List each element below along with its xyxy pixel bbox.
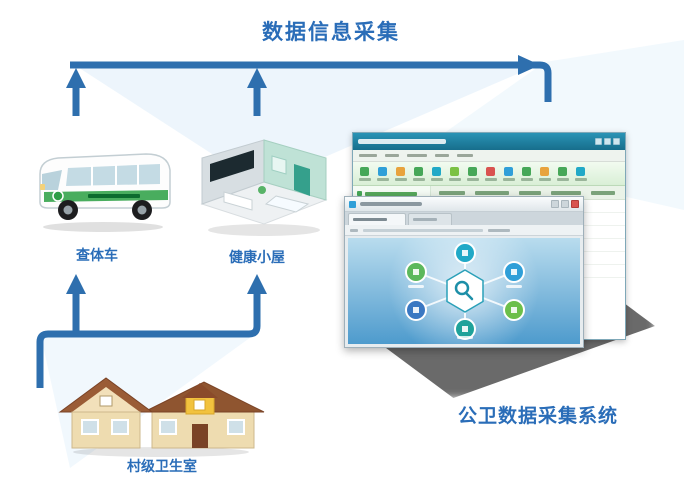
- back-window-titlebar: [353, 133, 625, 150]
- arrow-top-loop: [70, 61, 552, 102]
- menu-item-bar: [359, 154, 377, 157]
- back-window-menubar: [353, 150, 625, 162]
- house-dormer-roof: [182, 383, 218, 398]
- back-window-controls: [595, 138, 620, 145]
- hut-ground-shadow: [208, 224, 320, 236]
- house-ground-shadow: [73, 447, 249, 457]
- maximize-icon: [561, 200, 569, 208]
- menu-item-bar: [457, 154, 473, 157]
- toolbar-icon: [519, 166, 534, 181]
- toolbar-icon: [393, 166, 408, 181]
- toolbar-icon: [537, 166, 552, 181]
- hut-door: [294, 164, 310, 196]
- house-dormer-window: [193, 399, 206, 411]
- toolbar-icon: [357, 166, 372, 181]
- arrowhead-mid-van: [66, 274, 86, 294]
- system-label: 公卫数据采集系统: [458, 406, 619, 427]
- hut-bed: [264, 195, 310, 213]
- system-window-front: [344, 196, 584, 348]
- menu-item-bar: [435, 154, 449, 157]
- maximize-icon: [604, 138, 611, 145]
- village-clinic-illustration: [56, 366, 266, 463]
- health-hut-illustration: [194, 130, 334, 245]
- front-window-tabs: [345, 212, 583, 225]
- minimize-icon: [595, 138, 602, 145]
- hut-plant: [258, 186, 266, 194]
- arrow-village-loop: [36, 290, 261, 388]
- toolbar-icon: [483, 166, 498, 181]
- front-window-content: [348, 238, 580, 344]
- hut-desk: [223, 191, 253, 211]
- close-icon: [571, 200, 579, 208]
- menu-item-bar: [385, 154, 399, 157]
- front-window-title-text-bar: [360, 202, 422, 206]
- house-gable-window: [99, 395, 113, 407]
- arrowhead-hut-up: [247, 68, 267, 88]
- house-door: [192, 424, 208, 448]
- arrowhead-van-up: [66, 68, 86, 88]
- hut-tv-screen: [210, 150, 254, 182]
- back-window-title-text-bar: [358, 139, 446, 144]
- toolbar-icon: [447, 166, 462, 181]
- van-side-windows: [66, 164, 160, 186]
- minimize-icon: [551, 200, 559, 208]
- village-label: 村级卫生室: [127, 458, 197, 474]
- van-headlight: [40, 184, 45, 190]
- arrowhead-mid-hut: [247, 274, 267, 294]
- magnifier-icon: [454, 280, 474, 301]
- front-window-addressbar: [345, 225, 583, 236]
- van-label: 查体车: [76, 247, 118, 263]
- hut-window: [271, 155, 287, 175]
- browser-tab-active: [348, 213, 406, 225]
- front-window-titlebar: [345, 197, 583, 212]
- exam-van-illustration: [28, 140, 178, 240]
- toolbar-icon: [375, 166, 390, 181]
- hub-nodes: [405, 242, 525, 340]
- hub-diagram: [405, 242, 525, 340]
- house-window-3: [81, 419, 99, 435]
- toolbar-icon: [465, 166, 480, 181]
- back-window-toolbar: [353, 162, 625, 186]
- toolbar-icon: [573, 166, 588, 181]
- hut-label: 健康小屋: [229, 249, 285, 265]
- van-logo: [52, 190, 64, 202]
- menu-item-bar: [407, 154, 427, 157]
- diagram-title: 数据信息采集: [262, 21, 400, 44]
- house-window-4: [111, 419, 129, 435]
- toolbar-icon: [429, 166, 444, 181]
- toolbar-icon: [555, 166, 570, 181]
- house-window-1: [159, 419, 177, 435]
- toolbar-icon: [501, 166, 516, 181]
- van-windshield: [42, 170, 62, 190]
- van-ground-shadow: [43, 222, 163, 232]
- van-text-band: [88, 194, 140, 198]
- toolbar-icon: [411, 166, 426, 181]
- hub-center-hexagon: [446, 269, 484, 313]
- app-icon: [349, 200, 356, 208]
- front-window-controls: [551, 200, 579, 208]
- arrowhead-right: [518, 55, 540, 75]
- sidebar-item: [357, 191, 426, 196]
- house-window-2: [227, 419, 245, 435]
- browser-tab: [408, 213, 452, 225]
- close-icon: [613, 138, 620, 145]
